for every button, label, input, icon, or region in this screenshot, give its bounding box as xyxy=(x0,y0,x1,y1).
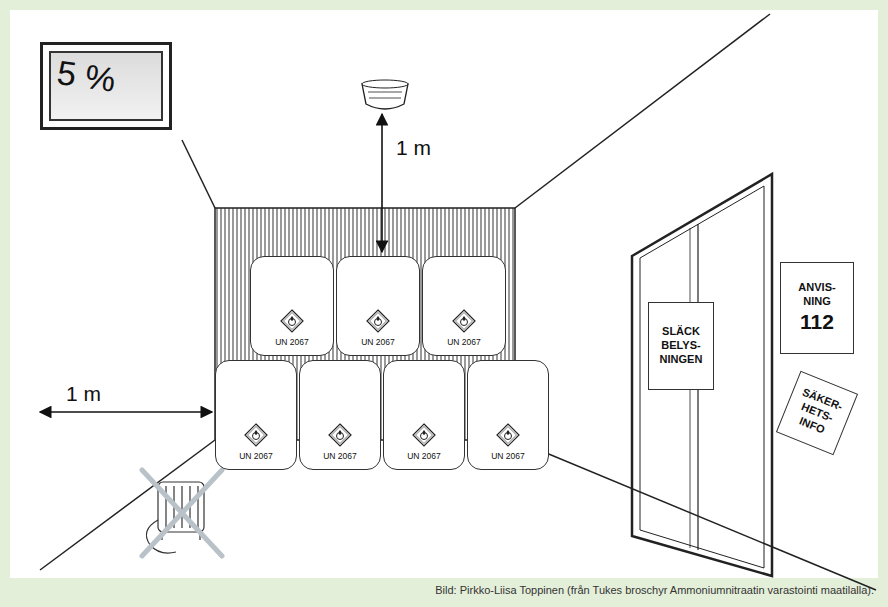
hazard-diamond xyxy=(452,309,476,333)
dimension-arrow xyxy=(40,411,212,413)
hazard-diamond xyxy=(366,309,390,333)
un-number: UN 2067 xyxy=(275,337,309,347)
door-sign: SLÄCK BELYS- NINGEN xyxy=(648,302,714,390)
sign-text: 112 xyxy=(800,309,834,335)
room-lines xyxy=(40,14,876,590)
dimension-label: 1 m xyxy=(64,382,103,406)
instruction-sign: ANVIS- NING112 xyxy=(780,262,854,354)
fertilizer-bag: UN 2067 xyxy=(467,360,549,470)
crossed-heater xyxy=(142,470,222,556)
sign-text: SÄKER- HETS- INFO xyxy=(785,384,849,442)
un-number: UN 2067 xyxy=(447,337,481,347)
un-number: UN 2067 xyxy=(491,451,525,461)
hazard-diamond xyxy=(244,423,268,447)
hazard-diamond xyxy=(328,423,352,447)
fertilizer-bag: UN 2067 xyxy=(383,360,465,470)
sign-text: SLÄCK BELYS- NINGEN xyxy=(653,325,709,366)
fertilizer-bag: UN 2067 xyxy=(299,360,381,470)
picture-ground xyxy=(10,10,878,578)
fertilizer-bag: UN 2067 xyxy=(336,256,420,356)
un-number: UN 2067 xyxy=(323,451,357,461)
image-credit: Bild: Pirkko-Liisa Toppinen (från Tukes … xyxy=(435,584,874,596)
ventilation-percent: 5 % xyxy=(55,53,118,100)
dimension-arrow xyxy=(381,114,383,252)
window-sign: 5 % xyxy=(40,42,172,130)
fertilizer-bag: UN 2067 xyxy=(422,256,506,356)
sign-text: ANVIS- NING xyxy=(785,281,849,309)
door xyxy=(632,174,772,576)
un-number: UN 2067 xyxy=(239,451,273,461)
hazard-diamond xyxy=(412,423,436,447)
dimension-label: 1 m xyxy=(394,136,433,160)
hazard-diamond xyxy=(496,423,520,447)
fertilizer-bag: UN 2067 xyxy=(215,360,297,470)
un-number: UN 2067 xyxy=(361,337,395,347)
smoke-detector xyxy=(362,80,408,109)
hazard-diamond xyxy=(280,309,304,333)
fertilizer-bag: UN 2067 xyxy=(250,256,334,356)
un-number: UN 2067 xyxy=(407,451,441,461)
